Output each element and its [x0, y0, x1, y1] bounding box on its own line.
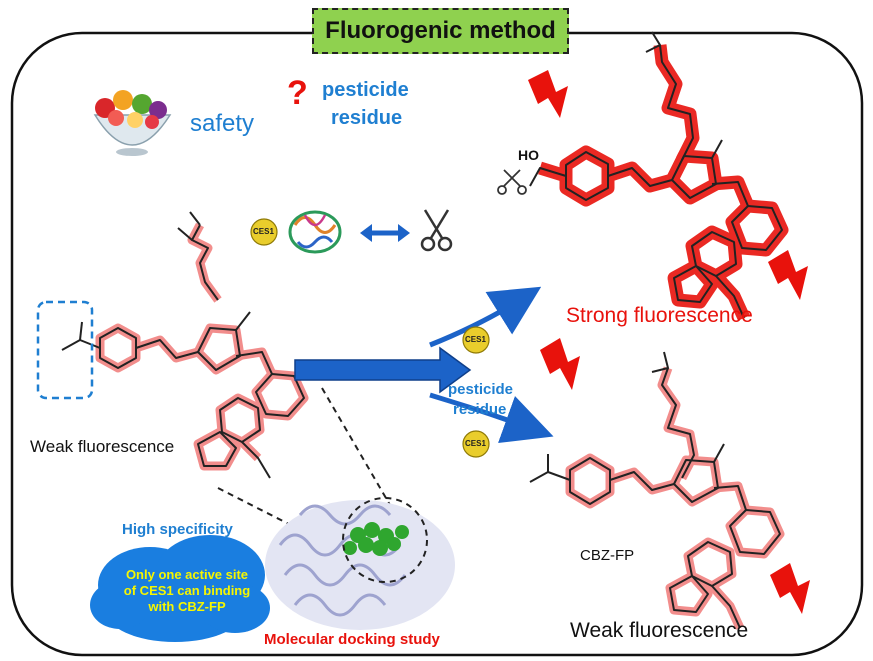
cloud-line-2: of CES1 can binding	[123, 583, 251, 598]
cloud-text: Only one active site of CES1 can binding…	[112, 567, 262, 615]
probe-name-label: CBZ-FP	[580, 547, 635, 564]
title-box: Fluorogenic method	[312, 8, 569, 54]
active-site-circle	[342, 497, 428, 583]
residue-label-mid: residue	[453, 401, 507, 418]
fruit-bowl-icon	[93, 90, 172, 156]
protein-icon	[288, 210, 342, 254]
safety-label: safety	[190, 110, 255, 137]
ester-highlight-box	[36, 300, 94, 400]
ligand-green	[343, 522, 409, 556]
question-mark: ?	[287, 74, 308, 112]
ces1-badge-top	[250, 218, 278, 246]
ces1-badge-lower	[462, 430, 490, 458]
ces1-badge-lower-label: CES1	[465, 439, 486, 448]
small-scissors-icon	[497, 169, 527, 195]
lightning-icon-3	[540, 338, 580, 390]
ces1-badge-top-label: CES1	[253, 227, 274, 236]
cloud-line-3: with CBZ-FP	[148, 599, 226, 614]
strong-fluorescence-label: Strong fluorescence	[566, 304, 753, 327]
scissors-icon	[420, 209, 453, 252]
pesticide-label-mid: pesticide	[448, 381, 514, 398]
info-cloud	[90, 535, 270, 642]
cloud-line-1: Only one active site	[125, 567, 249, 582]
reaction-arrow	[294, 286, 554, 444]
lightning-icon-2	[768, 250, 808, 300]
residue-label-top: residue	[331, 107, 403, 129]
hydroxyl-label: HO	[518, 147, 539, 163]
protein-docking-image	[265, 497, 455, 630]
pesticide-label-top: pesticide	[322, 79, 409, 101]
product-molecule-strong	[497, 31, 789, 321]
inhibited-molecule	[529, 351, 785, 630]
probe-molecule-left	[36, 211, 309, 479]
ces1-badge-upper-label: CES1	[465, 335, 486, 344]
docking-study-label: Molecular docking study	[264, 631, 440, 648]
high-specificity-label: High specificity	[122, 521, 233, 538]
lightning-icon-4	[770, 563, 810, 614]
left-weak-fluorescence-label: Weak fluorescence	[30, 437, 175, 456]
right-weak-fluorescence-label: Weak fluorescence	[570, 619, 749, 642]
page-title: Fluorogenic method	[325, 17, 556, 44]
ces1-badge-upper	[462, 326, 490, 354]
double-arrow-icon	[360, 224, 410, 242]
lightning-icon	[528, 70, 568, 118]
